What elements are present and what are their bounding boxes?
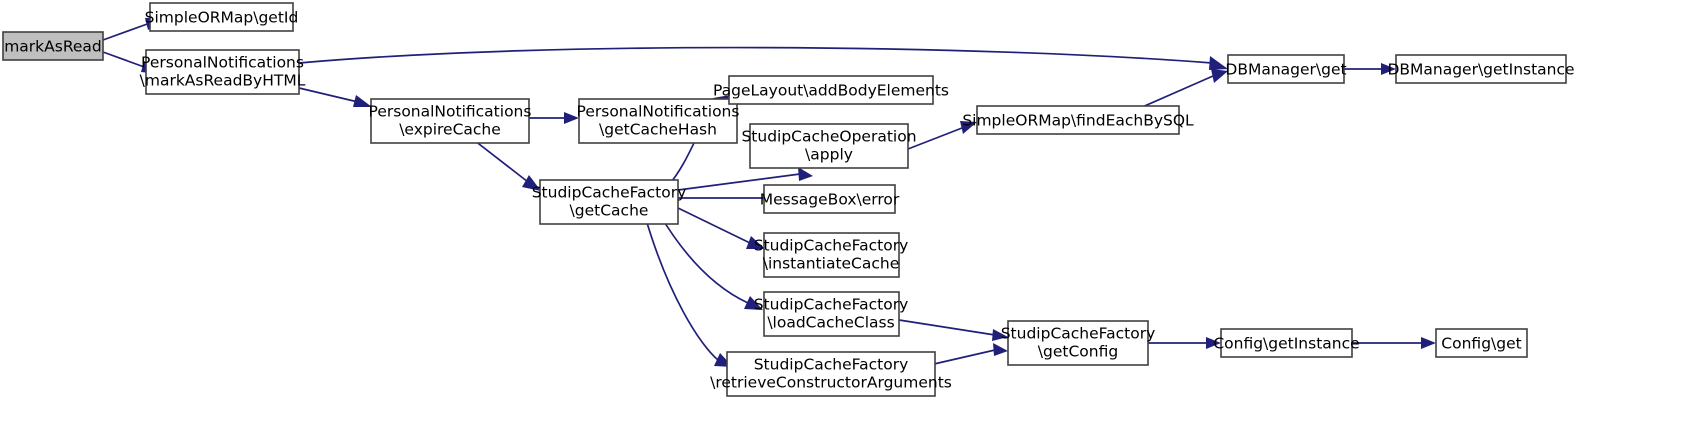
edge-configgetinstance-to-configget — [1352, 337, 1436, 349]
edge-expirecache-to-getcachehash — [529, 112, 579, 124]
node-studipcacheoperation-apply[interactable]: StudipCacheOperation \apply — [741, 123, 917, 169]
node-personalnotifications-expirecache-label-line2: \expireCache — [399, 121, 501, 139]
edge-getconfig-to-configgetinstance — [1148, 337, 1221, 349]
node-messagebox-error-label-line1: MessageBox\error — [760, 191, 900, 209]
node-studipcachefactory-loadcacheclass-label-line2: \loadCacheClass — [767, 314, 894, 332]
node-dbmanager-get[interactable]: DBManager\get — [1225, 54, 1347, 84]
node-config-getinstance[interactable]: Config\getInstance — [1213, 328, 1360, 358]
node-studipcachefactory-instantiatecache-label-line1: StudipCacheFactory — [754, 237, 909, 255]
edge-findeachbysql-to-dbmanager-get — [1139, 69, 1228, 109]
node-personalnotifications-getcachehash-label-line1: PersonalNotifications — [577, 103, 740, 121]
node-config-get[interactable]: Config\get — [1435, 328, 1528, 358]
node-config-get-label-line1: Config\get — [1441, 335, 1521, 353]
edge-markasreadbyhtml-to-expirecache — [298, 87, 372, 107]
node-simpleormap-findeachbysql[interactable]: SimpleORMap\findEachBySQL — [962, 105, 1194, 135]
edge-apply-to-findeachbysql — [907, 121, 977, 150]
node-studipcachefactory-getcache-label-line1: StudipCacheFactory — [532, 184, 687, 202]
node-studipcachefactory-getconfig-label-line2: \getConfig — [1038, 343, 1118, 361]
node-markasread[interactable]: markAsRead — [2, 31, 104, 61]
node-personalnotifications-markasreadbyhtml-label-line1: PersonalNotifications — [141, 54, 304, 72]
node-personalnotifications-getcachehash-label-line2: \getCacheHash — [599, 121, 717, 139]
node-pagelayout-addbodyelements-label-line1: PageLayout\addBodyElements — [713, 82, 949, 100]
edge-getcache-to-instantiatecache — [677, 207, 765, 249]
node-studipcachefactory-instantiatecache-label-line2: \instantiateCache — [763, 255, 900, 273]
node-dbmanager-getinstance-label-line1: DBManager\getInstance — [1387, 61, 1574, 79]
node-studipcachefactory-retrieveconstructorarguments-label-line1: StudipCacheFactory — [754, 356, 909, 374]
node-markasread-label-line1: markAsRead — [4, 38, 102, 56]
node-personalnotifications-expirecache-label-line1: PersonalNotifications — [369, 103, 532, 121]
node-pagelayout-addbodyelements[interactable]: PageLayout\addBodyElements — [713, 75, 949, 105]
node-dbmanager-get-label-line1: DBManager\get — [1225, 61, 1346, 79]
edge-loadcacheclass-to-getconfig — [898, 319, 1008, 341]
node-personalnotifications-expirecache[interactable]: PersonalNotifications \expireCache — [369, 98, 532, 144]
node-studipcachefactory-instantiatecache[interactable]: StudipCacheFactory \instantiateCache — [754, 232, 909, 278]
node-simpleormap-getid-label-line1: SimpleORMap\getId — [145, 9, 299, 27]
edge-retrievectorargs-to-getconfig — [933, 343, 1008, 365]
node-simpleormap-getid[interactable]: SimpleORMap\getId — [145, 2, 299, 32]
edge-dbmanager-get-to-getinstance — [1344, 63, 1396, 75]
node-studipcachefactory-retrieveconstructorarguments[interactable]: StudipCacheFactory \retrieveConstructorA… — [710, 351, 952, 397]
node-studipcachefactory-getcache[interactable]: StudipCacheFactory \getCache — [532, 179, 687, 225]
edge-getcache-to-apply — [677, 167, 813, 191]
node-simpleormap-findeachbysql-label-line1: SimpleORMap\findEachBySQL — [962, 112, 1194, 130]
edge-getcache-to-retrievectorargs — [644, 215, 733, 367]
node-personalnotifications-markasreadbyhtml[interactable]: PersonalNotifications \markAsReadByHTML — [140, 49, 306, 95]
edge-layer — [102, 17, 1436, 367]
node-studipcachefactory-loadcacheclass[interactable]: StudipCacheFactory \loadCacheClass — [754, 291, 909, 337]
node-studipcachefactory-getconfig[interactable]: StudipCacheFactory \getConfig — [1001, 320, 1156, 366]
node-studipcachefactory-loadcacheclass-label-line1: StudipCacheFactory — [754, 296, 909, 314]
node-layer: markAsRead SimpleORMap\getId PersonalNot… — [2, 2, 1575, 397]
node-studipcacheoperation-apply-label-line2: \apply — [805, 146, 853, 164]
node-studipcacheoperation-apply-label-line1: StudipCacheOperation — [741, 128, 916, 146]
node-studipcachefactory-getconfig-label-line1: StudipCacheFactory — [1001, 325, 1156, 343]
node-dbmanager-getinstance[interactable]: DBManager\getInstance — [1387, 54, 1575, 84]
edge-getcache-to-loadcacheclass — [659, 214, 763, 310]
edge-markasreadbyhtml-to-dbmanager-get — [298, 46, 1228, 70]
node-config-getinstance-label-line1: Config\getInstance — [1213, 335, 1359, 353]
node-personalnotifications-getcachehash[interactable]: PersonalNotifications \getCacheHash — [577, 98, 740, 144]
edge-expirecache-to-getcache — [469, 136, 541, 191]
node-personalnotifications-markasreadbyhtml-label-line2: \markAsReadByHTML — [140, 72, 306, 90]
node-studipcachefactory-retrieveconstructorarguments-label-line2: \retrieveConstructorArguments — [710, 374, 952, 392]
node-studipcachefactory-getcache-label-line2: \getCache — [570, 202, 649, 220]
node-messagebox-error[interactable]: MessageBox\error — [760, 184, 900, 214]
